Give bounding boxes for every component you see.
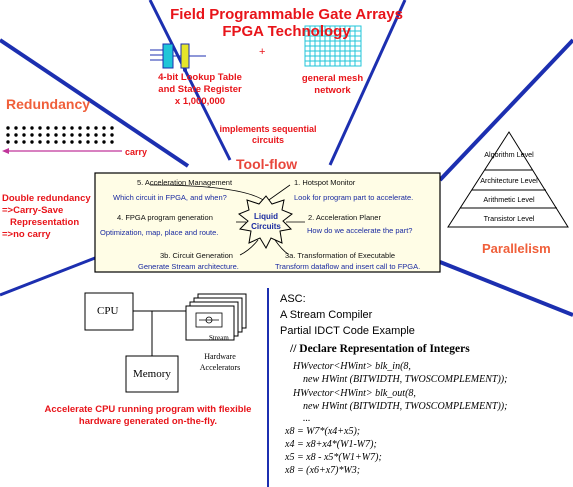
- divider-line: [0, 256, 96, 297]
- step-3b-desc: Generate Stream architecture.: [138, 262, 239, 271]
- cpu-box: [84, 292, 134, 331]
- memory-box: [125, 355, 179, 393]
- step-3a-label: 3a. Transformation of Executable: [285, 251, 396, 260]
- step-3b-label: 3b. Circuit Generation: [160, 251, 233, 260]
- toolflow-connectors: [149, 184, 305, 256]
- code-comment: // Declare Representation of Integers: [290, 343, 470, 355]
- asc-heading: ASC:: [280, 293, 306, 305]
- accelerate-caption: Accelerate CPU running program with flex…: [44, 404, 252, 427]
- carry-save-dots: [6, 126, 114, 144]
- code-line: ...: [303, 413, 311, 424]
- page-title: Field Programmable Gate Arrays: [170, 6, 403, 23]
- abstraction-pyramid: [447, 131, 569, 228]
- code-line: x4 = x8+x4*(W1-W7);: [285, 439, 377, 450]
- code-line: x8 = (x6+x7)*W3;: [285, 465, 361, 476]
- pyramid-level-architecture: Architecture Level: [480, 176, 538, 185]
- step-4-label: 4. FPGA program generation: [117, 213, 213, 222]
- code-line: HWvector<HWint> blk_out(8,: [293, 388, 416, 399]
- step-5-label: 5. Acceleration Management: [137, 178, 233, 187]
- step-2-desc: How do we accelerate the part?: [307, 226, 413, 235]
- code-line: x8 = W7*(x4+x5);: [285, 426, 361, 437]
- parallelism-title: Parallelism: [482, 241, 551, 256]
- hardware-accelerators-label: Hardware Accelerators: [199, 352, 241, 372]
- liquid-circuits-label: Liquid Circuits: [251, 212, 281, 231]
- cpu-label: CPU: [97, 305, 119, 317]
- pyramid-level-arithmetic: Arithmetic Level: [483, 195, 535, 204]
- divider-line: [148, 0, 232, 161]
- toolflow-title: Tool-flow: [236, 156, 298, 172]
- implements-note: implements sequential circuits: [219, 124, 317, 145]
- code-line: x5 = x8 - x5*(W1+W7);: [285, 452, 382, 463]
- memory-label: Memory: [133, 368, 171, 380]
- page-subtitle: FPGA Technology: [222, 23, 351, 40]
- divider-line: [328, 0, 407, 166]
- lut-icon: [150, 43, 206, 72]
- stream-label: Stream: [209, 334, 229, 342]
- step-5-desc: Which circuit in FPGA, and when?: [113, 193, 227, 202]
- code-line: HWvector<HWint> blk_in(8,: [293, 361, 411, 372]
- accelerator-stack: [185, 293, 247, 341]
- plus-sign: +: [259, 46, 266, 58]
- carry-label: carry: [125, 147, 148, 157]
- carry-arrow-head: [2, 148, 9, 154]
- asc-example-title: Partial IDCT Code Example: [280, 325, 415, 337]
- code-line: new HWint (BITWIDTH, TWOSCOMPLEMENT));: [303, 401, 508, 412]
- step-4-desc: Optimization, map, place and route.: [100, 228, 219, 237]
- liquid-circuits-burst: [238, 195, 293, 250]
- step-1-label: 1. Hotspot Monitor: [294, 178, 356, 187]
- mesh-caption: general mesh network: [301, 73, 364, 96]
- double-redundancy-note: Double redundancy =>Carry-Save Represent…: [2, 193, 91, 240]
- code-line: new HWint (BITWIDTH, TWOSCOMPLEMENT));: [303, 374, 508, 385]
- divider-line: [0, 38, 190, 168]
- pyramid-level-transistor: Transistor Level: [483, 214, 535, 223]
- pyramid-level-algorithm: Algorithm Level: [484, 150, 534, 159]
- divider-line: [439, 260, 573, 317]
- divider-line: [438, 38, 573, 182]
- asc-subtitle: A Stream Compiler: [280, 309, 373, 321]
- step-1-desc: Look for program part to accelerate.: [294, 193, 414, 202]
- lut-caption: 4-bit Lookup Table and State Register x …: [158, 72, 242, 107]
- redundancy-title: Redundancy: [6, 96, 91, 112]
- step-3a-desc: Transform dataflow and insert call to FP…: [275, 262, 421, 271]
- step-2-label: 2. Acceleration Planer: [308, 213, 381, 222]
- mesh-network-icon: [304, 25, 362, 67]
